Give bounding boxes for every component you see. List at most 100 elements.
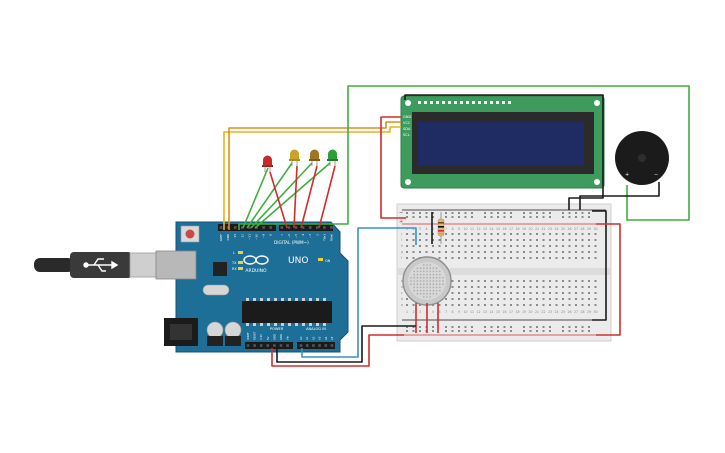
digital-pin-hole[interactable] (219, 226, 223, 229)
digital-pin-hole[interactable] (233, 226, 237, 229)
piezo-buzzer[interactable]: + − (615, 131, 669, 185)
analog-pin-label: A5 (330, 336, 334, 340)
svg-text:25: 25 (561, 227, 565, 231)
wire-orange-lcd-scl (228, 121, 401, 230)
digital-pin-hole[interactable] (316, 226, 319, 229)
crystal-oscillator (202, 284, 230, 296)
usb-icon (83, 258, 119, 272)
svg-text:29: 29 (587, 310, 591, 314)
analog-pin-hole[interactable] (299, 344, 303, 347)
lcd-i2c-pin-labels: GND VCC SDA SCL (403, 115, 411, 137)
digital-pin-hole[interactable] (323, 226, 326, 229)
lcd-pin (472, 101, 475, 104)
power-pin-hole[interactable] (266, 344, 270, 347)
power-pin-hole[interactable] (286, 344, 289, 347)
power-pin-hole[interactable] (253, 344, 256, 347)
svg-text:11: 11 (470, 227, 474, 231)
analog-pin-hole[interactable] (318, 344, 321, 347)
digital-pin-hole[interactable] (269, 226, 272, 229)
svg-text:9: 9 (458, 227, 460, 231)
svg-text:30: 30 (593, 227, 597, 231)
svg-text:12: 12 (476, 310, 480, 314)
power-pin-hole[interactable] (259, 344, 263, 347)
svg-text:23: 23 (548, 310, 552, 314)
svg-text:11: 11 (470, 310, 474, 314)
wire-green-outer (238, 85, 690, 230)
svg-text:i: i (401, 238, 402, 242)
digital-pwm-label: DIGITAL (PWM~) (274, 240, 309, 245)
reset-button[interactable] (180, 225, 200, 243)
led-brown[interactable] (309, 149, 320, 167)
svg-text:8: 8 (451, 227, 453, 231)
power-pin-hole[interactable] (279, 344, 283, 347)
svg-text:j: j (400, 232, 402, 236)
digital-pin-hole[interactable] (308, 226, 312, 229)
power-pin-label: GND (279, 334, 283, 340)
wire-green-led2 (246, 162, 293, 229)
rail-minus-symbol: − (399, 210, 403, 216)
svg-text:e: e (401, 279, 403, 283)
buzzer-plus-label: + (625, 172, 629, 178)
lcd-16x2-module[interactable]: GND VCC SDA SCL (400, 95, 605, 189)
resistor[interactable] (437, 212, 445, 244)
svg-text:24: 24 (554, 310, 558, 314)
capacitors (206, 321, 242, 346)
svg-text:16: 16 (502, 310, 506, 314)
svg-text:GND: GND (403, 115, 411, 119)
lcd-pin (424, 101, 427, 104)
digital-pin-hole[interactable] (294, 226, 298, 229)
digital-pin-label: 8 (269, 234, 273, 236)
analog-pin-hole[interactable] (312, 344, 315, 347)
svg-text:28: 28 (580, 227, 584, 231)
digital-pin-hole[interactable] (248, 226, 251, 229)
svg-text:26: 26 (567, 310, 571, 314)
digital-pin-hole[interactable] (226, 226, 230, 229)
wire-red-5v-bottom (271, 334, 404, 367)
power-pin-hole[interactable] (246, 344, 250, 347)
rail-plus-symbol: + (399, 219, 403, 225)
svg-text:27: 27 (574, 310, 578, 314)
led-orange[interactable] (289, 149, 300, 167)
digital-pin-hole[interactable] (330, 226, 333, 229)
usb-b-jack (155, 250, 197, 280)
digital-pin-hole[interactable] (280, 226, 284, 229)
digital-pin-hole[interactable] (287, 226, 291, 229)
digital-pin-label: GND (226, 234, 230, 240)
svg-text:21: 21 (535, 310, 539, 314)
led-green[interactable] (327, 149, 338, 167)
lcd-pin (454, 101, 457, 104)
svg-text:3: 3 (419, 227, 421, 231)
arduino-logo: ARDUINO UNO (243, 255, 308, 274)
power-pin-hole[interactable] (273, 344, 276, 347)
power-label: POWER (270, 327, 284, 331)
digital-pin-hole[interactable] (262, 226, 265, 229)
wires (223, 85, 690, 367)
svg-text:5: 5 (432, 310, 434, 314)
svg-text:8: 8 (451, 310, 453, 314)
wire-black-rail-right (592, 210, 607, 321)
analog-pin-hole[interactable] (330, 344, 334, 347)
svg-text:13: 13 (483, 310, 487, 314)
svg-text:19: 19 (522, 227, 526, 231)
gas-sensor[interactable] (402, 256, 452, 333)
analog-in-label: ANALOG IN (306, 327, 326, 331)
svg-text:c: c (401, 291, 403, 295)
led-red[interactable] (262, 155, 273, 173)
wire-red-led4 (318, 165, 336, 229)
digital-pin-hole[interactable] (241, 226, 244, 229)
svg-text:g: g (401, 250, 403, 254)
rx-led-label: RX (232, 267, 237, 271)
analog-pin-hole[interactable] (324, 344, 328, 347)
svg-text:10: 10 (463, 227, 467, 231)
tx-led-label: TX (231, 261, 237, 265)
digital-pin-label: ~11 (247, 234, 251, 240)
svg-text:f: f (401, 256, 403, 260)
svg-text:4: 4 (425, 227, 427, 231)
svg-text:h: h (401, 244, 403, 248)
svg-text:1: 1 (406, 310, 408, 314)
digital-pin-hole[interactable] (301, 226, 305, 229)
svg-text:22: 22 (541, 310, 545, 314)
power-pin-label: RESET (253, 331, 257, 340)
analog-pin-hole[interactable] (305, 344, 309, 347)
